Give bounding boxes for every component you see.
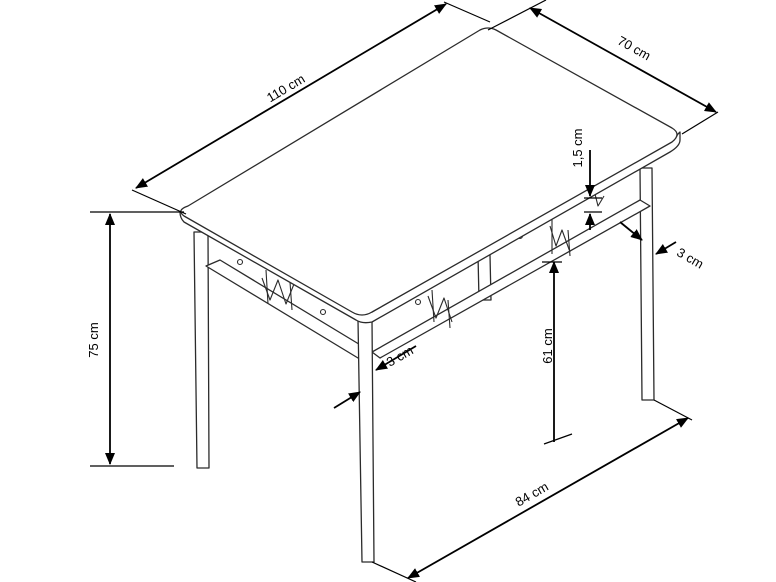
leg-front-right [357,319,375,563]
label-height: 75 cm [86,322,101,357]
leg-front-left [193,231,210,469]
dimension-leg-right: 3 cm [619,221,706,272]
decorative-braces [236,189,605,329]
label-shelf-height: 61 cm [540,328,555,363]
dimension-shelf-height: 61 cm [540,261,573,445]
tabletop-surface [180,27,678,316]
dimension-height: 75 cm [86,211,184,467]
table-illustration [179,27,681,563]
dimension-top-thickness: 1,5 cm [570,128,602,230]
label-leg-right: 3 cm [674,245,706,272]
dimension-leg-span: 84 cm [371,399,693,582]
label-leg-span: 84 cm [513,479,551,510]
shelf-rail-side [371,199,651,359]
label-top-thickness: 1,5 cm [570,128,585,167]
